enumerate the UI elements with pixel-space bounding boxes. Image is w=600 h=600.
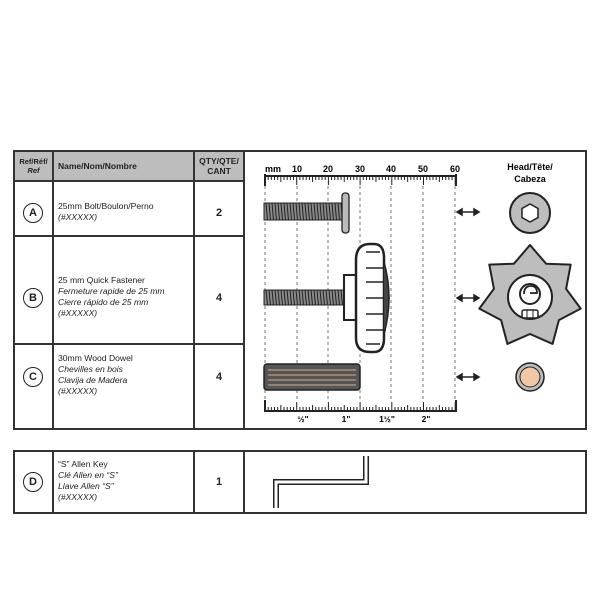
name-header: Name/Nom/Nombre bbox=[54, 152, 193, 180]
header-bottom-line bbox=[15, 180, 244, 182]
item-c-desc-es: Clavija de Madera bbox=[58, 375, 128, 385]
qty-header-line2: CANT bbox=[207, 166, 231, 176]
item-b-name: 25 mm Quick Fastener Fermeture rapide de… bbox=[58, 275, 192, 319]
item-d-qty: 1 bbox=[215, 476, 223, 488]
parts-table bbox=[13, 150, 587, 430]
allen-key-table bbox=[13, 450, 587, 514]
item-b-code: (#XXXXX) bbox=[58, 308, 98, 318]
row-divider-2 bbox=[15, 343, 244, 345]
parts-illustration: mm 10 20 30 40 50 60 ½" 1" 1½" 2" Head/T… bbox=[263, 162, 582, 424]
double-arrow-b bbox=[455, 293, 481, 303]
ruler-inch-1-half: 1½" bbox=[379, 414, 395, 424]
bolt-head-hex-icon bbox=[509, 192, 551, 234]
ruler-mm-50: 50 bbox=[418, 164, 428, 174]
wood-dowel-drawing bbox=[263, 363, 361, 391]
item-d-desc-fr: Clé Allen en “S” bbox=[58, 470, 118, 480]
ref-badge-d: D bbox=[23, 472, 43, 492]
item-d-name-line: “S” Allen Key bbox=[58, 459, 108, 469]
item-d-desc-es: Llave Allen “S” bbox=[58, 481, 114, 491]
ruler-mm-10: 10 bbox=[292, 164, 302, 174]
star-knob-head-icon bbox=[478, 244, 582, 345]
item-a-name-line: 25mm Bolt/Boulon/Perno bbox=[58, 201, 154, 211]
item-d-name: “S” Allen Key Clé Allen en “S” Llave All… bbox=[58, 459, 190, 503]
item-c-code: (#XXXXX) bbox=[58, 386, 98, 396]
item-b-desc-es: Cierre rápido de 25 mm bbox=[58, 297, 149, 307]
item-c-desc-fr: Chevilles en bois bbox=[58, 364, 123, 374]
item-b-name-line: 25 mm Quick Fastener bbox=[58, 275, 145, 285]
item-c-qty: 4 bbox=[215, 371, 223, 383]
ruler-inch-2: 2" bbox=[422, 414, 431, 424]
qty-header: QTY/QTE/ CANT bbox=[195, 152, 243, 180]
allen-col-divider-3 bbox=[243, 452, 245, 512]
allen-col-divider-1 bbox=[52, 452, 54, 512]
ruler-mm-20: 20 bbox=[323, 164, 333, 174]
item-a-name: 25mm Bolt/Boulon/Perno (#XXXXX) bbox=[58, 201, 190, 223]
item-b-qty: 4 bbox=[215, 292, 223, 304]
ref-header-line2: Ref bbox=[27, 166, 40, 175]
head-header-line1: Head/Tête/ bbox=[507, 162, 553, 172]
qty-header-line1: QTY/QTE/ bbox=[199, 156, 239, 166]
double-arrow-a bbox=[455, 207, 481, 217]
item-c-name: 30mm Wood Dowel Chevilles en bois Clavij… bbox=[58, 353, 190, 397]
ref-badge-b: B bbox=[23, 288, 43, 308]
col-divider-3 bbox=[243, 152, 245, 428]
item-b-desc-fr: Fermeture rapide de 25 mm bbox=[58, 286, 165, 296]
bolt-drawing bbox=[263, 192, 350, 234]
item-a-code: (#XXXXX) bbox=[58, 212, 98, 222]
ref-badge-a: A bbox=[23, 203, 43, 223]
ruler-mm-40: 40 bbox=[386, 164, 396, 174]
allen-col-divider-2 bbox=[193, 452, 195, 512]
ref-badge-c: C bbox=[23, 367, 43, 387]
bottom-ruler bbox=[264, 400, 457, 412]
item-a-qty: 2 bbox=[215, 207, 223, 219]
col-divider-1 bbox=[52, 152, 54, 428]
ruler-mm-60: 60 bbox=[450, 164, 460, 174]
row-divider-1 bbox=[15, 235, 244, 237]
name-header-text: Name/Nom/Nombre bbox=[58, 161, 137, 171]
allen-key-drawing bbox=[273, 456, 369, 508]
ruler-inch-1: 1" bbox=[342, 414, 351, 424]
item-d-code: (#XXXXX) bbox=[58, 492, 98, 502]
head-header-line2: Cabeza bbox=[514, 174, 547, 184]
ref-header: Ref/Réf/ Ref bbox=[15, 152, 52, 180]
double-arrow-c bbox=[455, 372, 481, 382]
item-c-name-line: 30mm Wood Dowel bbox=[58, 353, 133, 363]
dowel-end-icon bbox=[515, 362, 545, 392]
ruler-mm-30: 30 bbox=[355, 164, 365, 174]
ruler-unit-label: mm bbox=[265, 164, 281, 174]
quick-fastener-drawing bbox=[263, 242, 390, 354]
ruler-inch-half: ½" bbox=[297, 414, 308, 424]
col-divider-2 bbox=[193, 152, 195, 428]
top-ruler bbox=[264, 174, 457, 186]
ref-header-line1: Ref/Réf/ bbox=[19, 157, 48, 166]
